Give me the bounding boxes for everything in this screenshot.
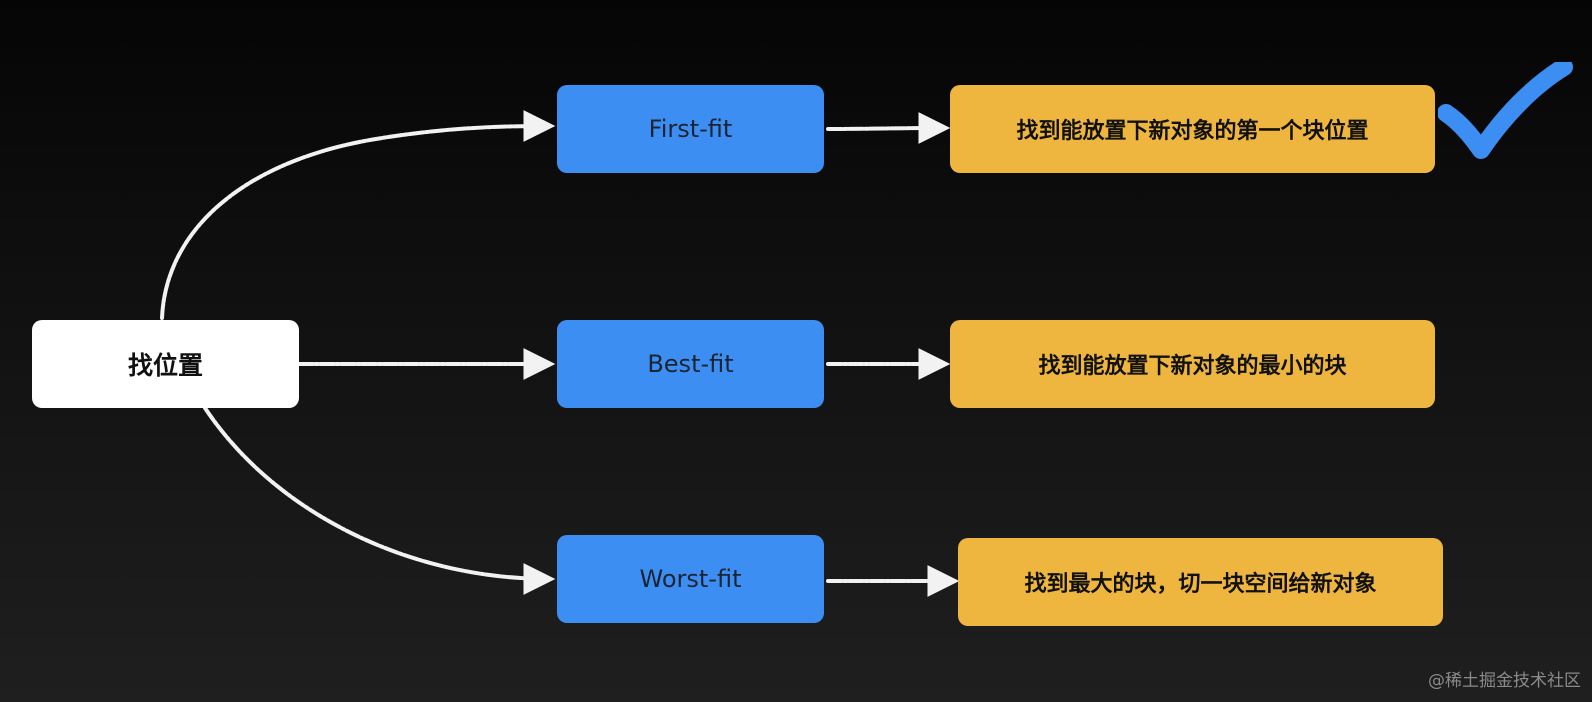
find-position-node: 找位置 xyxy=(32,320,299,408)
worst-fit-description: 找到最大的块，切一块空间给新对象 xyxy=(1024,572,1377,597)
check-icon xyxy=(1438,62,1573,159)
best-fit-description: 找到能放置下新对象的最小的块 xyxy=(1038,354,1347,379)
first-fit-description-node: 找到能放置下新对象的第一个块位置 xyxy=(950,85,1435,173)
best-fit-description-node: 找到能放置下新对象的最小的块 xyxy=(950,320,1435,408)
first-fit-description: 找到能放置下新对象的第一个块位置 xyxy=(1016,119,1369,144)
best-fit-label: Best-fit xyxy=(647,350,734,378)
find-position-label: 找位置 xyxy=(127,351,203,380)
first-fit-to-description-arrow xyxy=(826,112,951,145)
first-fit-node: First-fit xyxy=(557,85,824,173)
first-fit-label: First-fit xyxy=(648,115,733,143)
watermark: @稀土掘金技术社区 xyxy=(1428,671,1581,691)
worst-fit-label: Worst-fit xyxy=(639,565,742,593)
best-fit-node: Best-fit xyxy=(557,320,824,408)
root-to-worst-fit-arrow xyxy=(203,406,556,595)
worst-fit-description-node: 找到最大的块，切一块空间给新对象 xyxy=(958,538,1443,626)
root-to-first-fit-arrow xyxy=(160,110,556,320)
worst-fit-node: Worst-fit xyxy=(557,535,824,623)
